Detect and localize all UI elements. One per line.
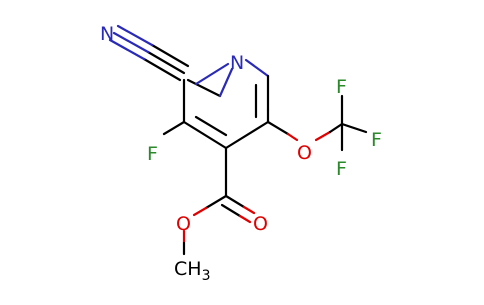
ring-nitrogen-label: N bbox=[230, 52, 244, 74]
ester-bond-o bbox=[192, 206, 208, 217]
cf3-fluorine-right-label: F bbox=[371, 129, 382, 151]
ether-oxygen-label: O bbox=[297, 142, 312, 164]
nitrile-nitrogen-label: N bbox=[100, 23, 114, 45]
carbonyl-bond-o bbox=[242, 205, 256, 215]
ester-bond-c bbox=[204, 194, 228, 210]
ether-bond-right-o bbox=[314, 130, 332, 142]
carbonyl-oxygen-label: O bbox=[253, 213, 268, 235]
cf3-fluorine-top-label: F bbox=[336, 76, 347, 98]
ether-bond-right bbox=[328, 122, 344, 134]
ether-bond-left bbox=[266, 120, 290, 136]
carbonyl-bond-c2 bbox=[220, 203, 242, 218]
ring-fluorine-label: F bbox=[147, 143, 158, 165]
ring-fluorine-bond bbox=[162, 120, 186, 136]
ether-bond-left-o bbox=[286, 132, 299, 142]
carbonyl-bond-o2 bbox=[238, 214, 252, 224]
carbonyl-bond-c bbox=[224, 194, 246, 209]
cf3-bond-right bbox=[340, 122, 368, 134]
cf3-fluorine-bottom-label: F bbox=[336, 158, 347, 180]
pyridine-ring bbox=[182, 58, 270, 150]
ester-oxygen-label: O bbox=[176, 213, 191, 235]
nitrile-triple-bond bbox=[108, 24, 190, 82]
methyl-label: CH3 bbox=[174, 258, 210, 284]
